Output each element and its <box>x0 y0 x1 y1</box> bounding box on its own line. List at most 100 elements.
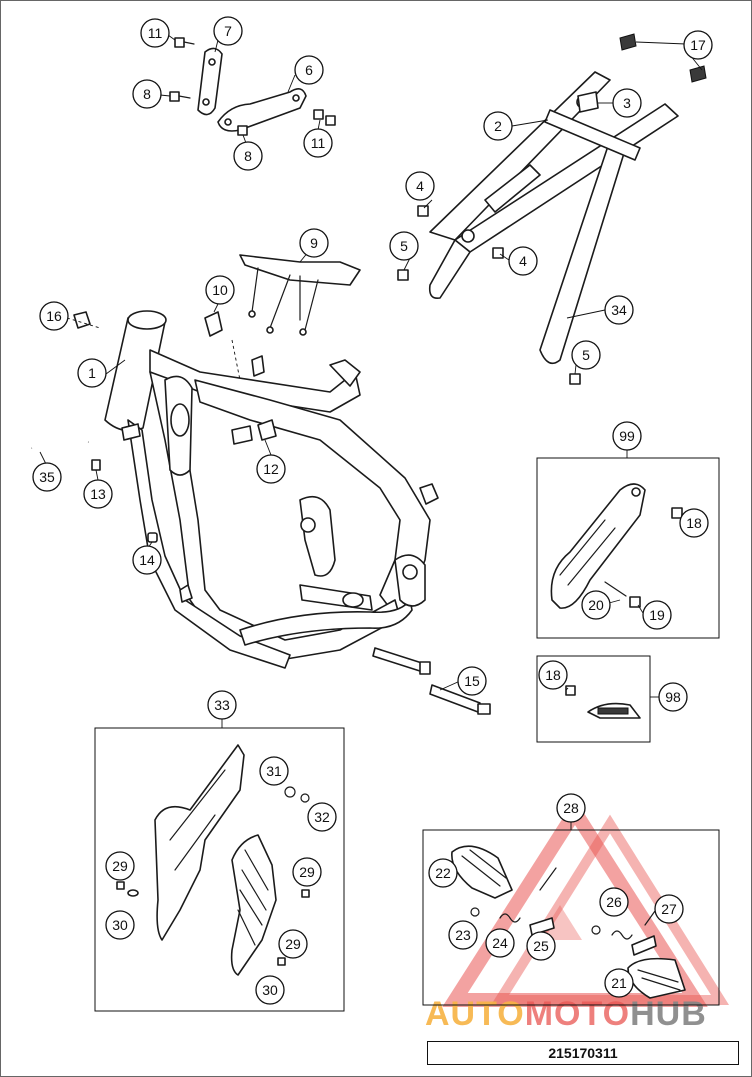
callout-4-upper: 4 <box>405 171 435 201</box>
callout-29-right-upper: 29 <box>292 857 322 887</box>
svg-text:6: 6 <box>305 62 313 78</box>
callout-26: 26 <box>599 887 629 917</box>
svg-text:26: 26 <box>606 894 622 910</box>
callout-18-group99: 18 <box>679 508 709 538</box>
nut-11-lower-part <box>313 109 336 126</box>
svg-text:33: 33 <box>214 697 230 713</box>
svg-text:98: 98 <box>665 689 681 705</box>
callout-5-upper: 5 <box>389 231 419 261</box>
engine-mount-bracket-6-part <box>217 88 307 132</box>
svg-text:22: 22 <box>435 865 451 881</box>
callout-2: 2 <box>483 111 513 141</box>
callout-34: 34 <box>604 295 634 325</box>
engine-mount-bracket-7-part <box>197 47 223 116</box>
leader-lines <box>39 34 703 830</box>
callout-31: 31 <box>259 756 289 786</box>
callout-22: 22 <box>428 858 458 888</box>
cable-clip-12-part <box>257 419 277 441</box>
callout-1: 1 <box>77 358 107 388</box>
svg-text:10: 10 <box>212 282 228 298</box>
drawing-number: 215170311 <box>548 1045 618 1061</box>
main-frame-part <box>104 310 439 669</box>
callout-13: 13 <box>83 479 113 509</box>
callout-21: 21 <box>604 968 634 998</box>
footrest-pins-part <box>470 867 661 956</box>
footrest-21-part <box>627 957 686 999</box>
svg-text:27: 27 <box>661 901 677 917</box>
callout-30-right: 30 <box>255 975 285 1005</box>
watermark-text-moto: MOTO <box>525 995 630 1033</box>
callout-11-lower: 11 <box>303 128 333 158</box>
frame-protector-left-part <box>154 744 245 941</box>
plug-14-part <box>147 532 158 543</box>
svg-text:35: 35 <box>39 469 55 485</box>
callout-28: 28 <box>556 793 586 823</box>
callout-29-left: 29 <box>105 851 135 881</box>
svg-text:19: 19 <box>649 607 665 623</box>
drawing-number-box: 215170311 <box>427 1041 739 1065</box>
svg-text:4: 4 <box>416 178 424 194</box>
footrest-22-part <box>451 845 513 899</box>
swingarm-axle-15-part <box>372 647 491 715</box>
svg-text:14: 14 <box>139 552 155 568</box>
svg-text:34: 34 <box>611 302 627 318</box>
callout-8-upper: 8 <box>132 79 162 109</box>
callout-35: 35 <box>32 462 62 492</box>
svg-text:3: 3 <box>623 95 631 111</box>
svg-text:30: 30 <box>112 917 128 933</box>
svg-text:31: 31 <box>266 763 282 779</box>
callout-24: 24 <box>485 928 515 958</box>
watermark-logo: AUTOMOTOHUB <box>425 798 730 1033</box>
group-box-33 <box>94 727 345 1012</box>
svg-text:25: 25 <box>533 938 549 954</box>
cable-holder-16-part <box>73 311 91 329</box>
svg-text:21: 21 <box>611 975 627 991</box>
svg-text:20: 20 <box>588 597 604 613</box>
svg-text:2: 2 <box>494 118 502 134</box>
callout-12: 12 <box>256 454 286 484</box>
callout-3: 3 <box>612 88 642 118</box>
svg-text:18: 18 <box>686 515 702 531</box>
callout-20: 20 <box>581 590 611 620</box>
callout-16: 16 <box>39 301 69 331</box>
bolt-11-top-part <box>174 37 195 48</box>
callout-10: 10 <box>205 275 235 305</box>
skid-plate-9-part <box>239 254 361 336</box>
callout-27: 27 <box>654 894 684 924</box>
screw-29-part <box>116 881 310 966</box>
callout-5-lower: 5 <box>571 340 601 370</box>
callout-23: 23 <box>448 920 478 950</box>
svg-text:13: 13 <box>90 486 106 502</box>
svg-text:29: 29 <box>299 864 315 880</box>
group-box-99 <box>536 457 720 639</box>
svg-text:17: 17 <box>690 37 706 53</box>
callout-4-lower: 4 <box>508 246 538 276</box>
washer-30-part <box>127 889 139 897</box>
watermark-text-auto: AUTO <box>425 995 525 1033</box>
callout-18-group98: 18 <box>538 660 568 690</box>
svg-text:11: 11 <box>311 135 326 151</box>
svg-text:15: 15 <box>464 673 480 689</box>
subframe-part <box>428 71 679 365</box>
callout-11-upper: 11 <box>140 18 170 48</box>
svg-text:12: 12 <box>263 461 279 477</box>
callout-6: 6 <box>294 55 324 85</box>
callout-19: 19 <box>642 600 672 630</box>
bolt-8-top-part <box>169 91 191 102</box>
group-box-98 <box>536 655 651 743</box>
callout-98: 98 <box>658 682 688 712</box>
svg-text:AUTOMOTOHUB: AUTOMOTOHUB <box>425 995 707 1033</box>
callout-14: 14 <box>132 545 162 575</box>
bolt-8-lower-part <box>237 125 248 136</box>
svg-text:28: 28 <box>563 800 579 816</box>
callout-29-right-lower: 29 <box>278 929 308 959</box>
svg-text:32: 32 <box>314 809 330 825</box>
svg-text:18: 18 <box>545 667 561 683</box>
svg-text:8: 8 <box>143 86 151 102</box>
callout-9: 9 <box>299 228 329 258</box>
svg-text:23: 23 <box>455 927 471 943</box>
watermark-text-hub: HUB <box>630 995 707 1033</box>
svg-text:7: 7 <box>224 23 232 39</box>
callout-17: 17 <box>683 30 713 60</box>
